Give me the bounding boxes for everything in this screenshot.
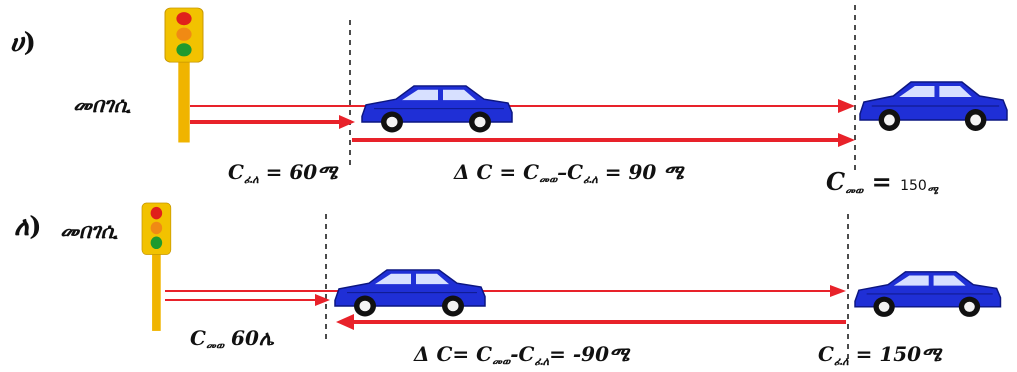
part-a-final-position: Cመወ = 150ሜ: [826, 167, 938, 197]
part-b-displacement: Δ C= Cመወ-Cፈለ= -90ሜ: [414, 342, 630, 368]
arrow-b-displacement: [336, 314, 846, 330]
arrow-b-final-upper: [165, 285, 846, 297]
part-a-displacement: Δ C = Cመወ–Cፈለ = 90 ሜ: [454, 160, 684, 186]
part-b-initial-position: Cመወ 60ሌ: [190, 326, 274, 352]
part-a-start-label: መበገሲ: [73, 92, 131, 117]
car-icon: [361, 85, 513, 134]
part-b-final-position: Cፈለ = 150ሜ: [818, 342, 942, 368]
part-b-start-label: መበገሲ: [60, 218, 118, 243]
car-icon: [334, 269, 486, 318]
arrow-a-final-upper: [190, 99, 855, 113]
car-icon: [859, 81, 1008, 132]
arrow-a-displacement: [352, 133, 855, 147]
arrow-a-initial: [190, 115, 355, 129]
part-b-marker: ለ): [14, 212, 42, 242]
part-a-marker: ሀ): [10, 28, 36, 58]
car-icon: [854, 271, 1002, 318]
arrow-b-initial: [165, 294, 330, 306]
traffic-light-icon: [141, 202, 172, 332]
part-a-initial-position: Cፈለ = 60ሜ: [228, 160, 338, 186]
